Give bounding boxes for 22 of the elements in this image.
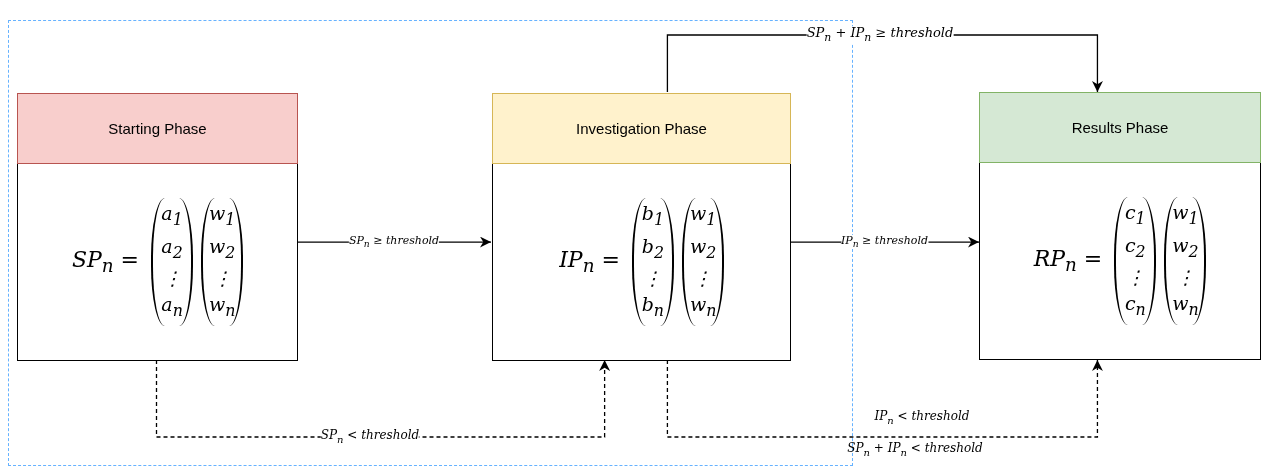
edge-label: SP$_{n}$ < threshold — [320, 429, 420, 445]
phase-box — [979, 92, 1261, 360]
edge-label: SP$_{n}$ + IP$_{n}$ ≥ threshold — [806, 26, 954, 44]
column-vector: b$_{1}$ b$_{2}$ ⋮ b$_{n}$ — [631, 197, 674, 327]
formula-label: IP$_{n}$ = — [559, 247, 620, 277]
phase-title: Investigation Phase — [492, 93, 791, 164]
formula-label: RP$_{n}$ = — [1033, 246, 1103, 276]
edge-label: IP$_{n}$ < threshold — [874, 410, 970, 426]
phase-title: Results Phase — [979, 92, 1261, 163]
column-vector: w$_{1}$ w$_{2}$ ⋮ w$_{n}$ — [201, 197, 244, 327]
column-vector: w$_{1}$ w$_{2}$ ⋮ w$_{n}$ — [681, 197, 724, 327]
column-vector: c$_{1}$ c$_{2}$ ⋮ c$_{n}$ — [1114, 196, 1157, 326]
edge-label: SP$_{n}$ ≥ threshold — [348, 234, 440, 250]
column-vector: w$_{1}$ w$_{2}$ ⋮ w$_{n}$ — [1164, 196, 1207, 326]
formula-label: SP$_{n}$ = — [71, 247, 140, 277]
arrow — [666, 359, 1103, 438]
phase-box — [492, 93, 791, 361]
phase-box — [17, 93, 298, 361]
edge-label: IP$_{n}$ ≥ threshold — [840, 234, 929, 250]
column-vector: a$_{1}$ a$_{2}$ ⋮ a$_{n}$ — [151, 197, 194, 327]
phase-title: Starting Phase — [17, 93, 298, 164]
condition-label: SP$_{n}$ + IP$_{n}$ < threshold — [847, 442, 983, 458]
